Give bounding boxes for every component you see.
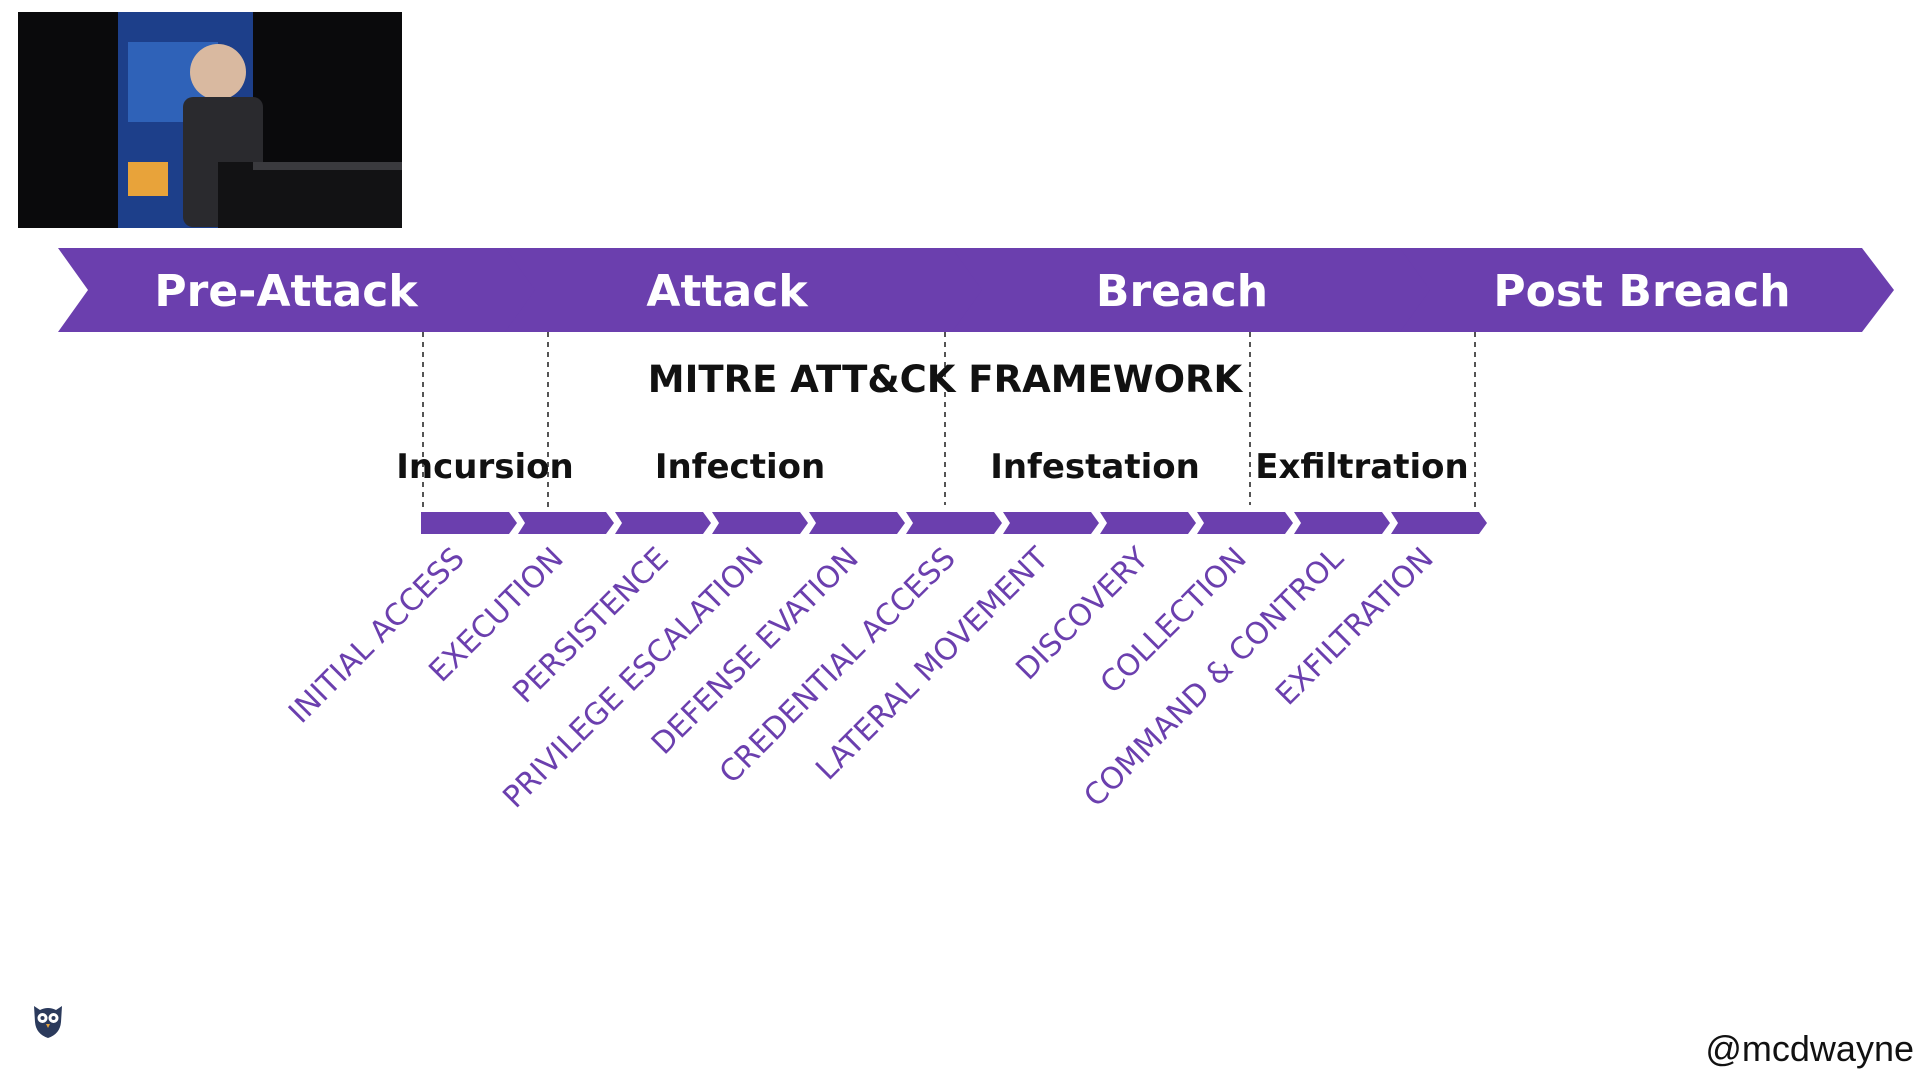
tactic-chevron-9 [1197, 512, 1293, 534]
stage-labels: Incursion Infection Infestation Exfiltratio… [396, 447, 1468, 487]
tactic-chevron-7 [1003, 512, 1099, 534]
stage-dividers [422, 332, 1476, 512]
framework-title: MITRE ATT&CK FRAMEWORK [648, 358, 1244, 401]
phase-chevron-2 [505, 248, 999, 332]
phase-label: Breach [1096, 266, 1268, 317]
tactic-chevrons [421, 512, 1487, 534]
tactic-chevron-3 [615, 512, 711, 534]
tactic-labels: INITIAL ACCESSEXECUTIONPERSISTENCEPRIVIL… [282, 540, 1441, 815]
twitter-handle: @mcdwayne [1705, 1028, 1914, 1069]
phase-chevron-3 [952, 248, 1446, 332]
stage-label: Infestation [990, 447, 1200, 487]
phase-chevron-4 [1400, 248, 1894, 332]
tactic-chevron-10 [1294, 512, 1390, 534]
phase-bar: Pre-Attack Attack Breach Post Breach [58, 248, 1894, 332]
phase-chevron-1 [58, 248, 552, 332]
tactic-chevron-6 [906, 512, 1002, 534]
tactic-chevron-4 [712, 512, 808, 534]
speaker-video [18, 12, 402, 228]
stage-label: Incursion [396, 447, 573, 487]
tactic-chevron-2 [518, 512, 614, 534]
owl-logo-icon [34, 1006, 62, 1038]
stage-label: Exfiltration [1255, 447, 1468, 487]
phase-label: Attack [646, 266, 809, 317]
tactic-chevron-8 [1100, 512, 1196, 534]
tactic-chevron-5 [809, 512, 905, 534]
speaker-video-image [18, 12, 402, 228]
tactic-chevron-1 [421, 512, 517, 534]
tactic-chevron-11 [1391, 512, 1487, 534]
tactic-label: EXFILTRATION [1269, 541, 1441, 713]
phase-label: Pre-Attack [154, 266, 419, 317]
phase-label: Post Breach [1493, 266, 1790, 317]
tactic-label: INITIAL ACCESS [282, 541, 472, 731]
stage-label: Infection [655, 447, 825, 487]
